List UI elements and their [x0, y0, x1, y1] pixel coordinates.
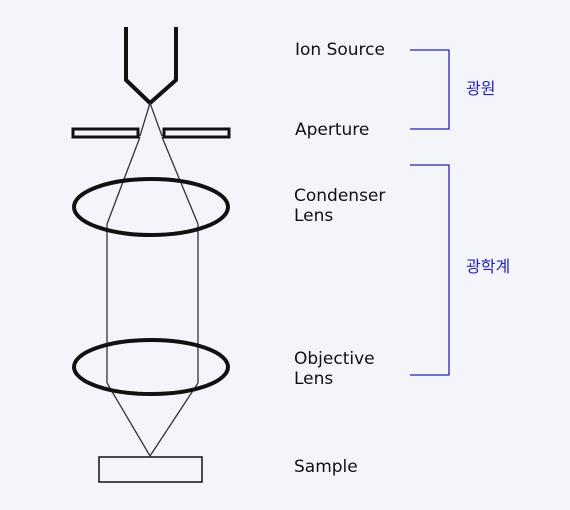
aperture-plate-left [71, 127, 140, 139]
ion-beam-rays [106, 102, 199, 457]
objective-lens [72, 338, 230, 396]
sample-block [98, 456, 203, 483]
ion-source-label: Ion Source [295, 40, 385, 60]
condenser-lens-label-line1: Condenser [294, 186, 386, 206]
sample-label: Sample [294, 457, 358, 477]
ion-source-tip [124, 27, 178, 106]
condenser-lens-label-line2: Lens [294, 206, 334, 226]
aperture-plate-right [162, 127, 231, 139]
objective-lens-label-line2: Lens [294, 369, 334, 389]
objective-lens-label-line1: Objective [294, 349, 375, 369]
bracket-light-source [410, 49, 450, 130]
aperture-label: Aperture [295, 120, 370, 140]
optical-system-group-label: 광학계 [466, 257, 511, 276]
condenser-lens [72, 177, 230, 237]
bracket-optical-system [410, 164, 450, 376]
light-source-group-label: 광원 [466, 79, 496, 98]
